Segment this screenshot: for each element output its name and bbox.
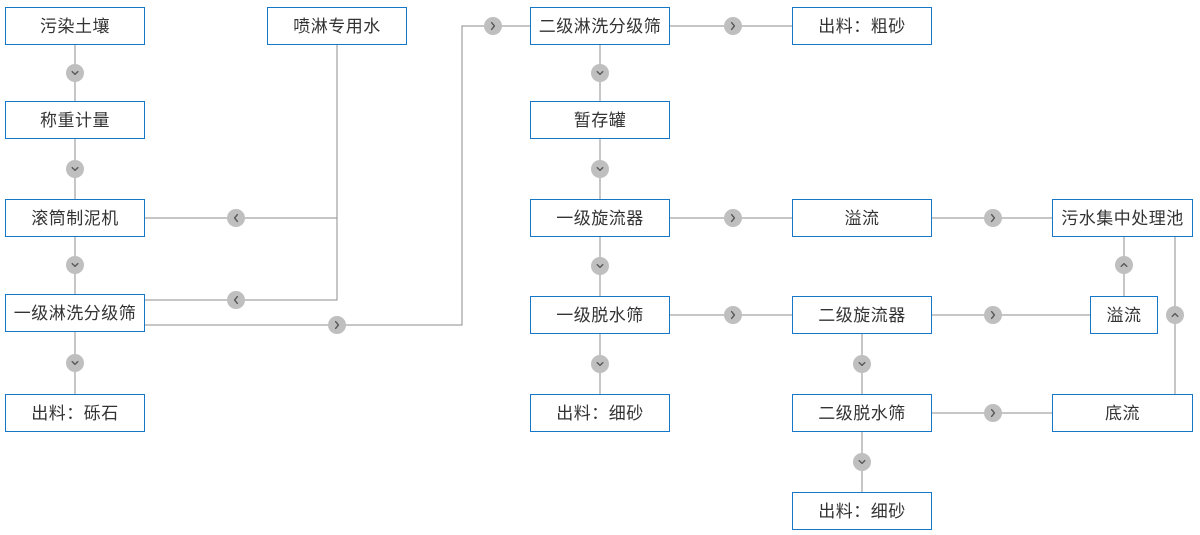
flow-node-label: 称重计量: [40, 110, 110, 130]
edge-line: [145, 45, 338, 219]
chevron-right-icon: [724, 17, 742, 35]
flow-node[interactable]: 出料：砾石: [5, 394, 145, 432]
flow-node-label: 底流: [1105, 403, 1140, 423]
flow-node[interactable]: 污水集中处理池: [1052, 199, 1193, 237]
flow-node-label: 溢流: [1106, 305, 1142, 325]
flow-node[interactable]: 底流: [1052, 394, 1193, 432]
chevron-down-icon: [591, 160, 609, 178]
chevron-left-icon: [227, 209, 245, 227]
flow-node-label: 出料：细砂: [818, 501, 906, 521]
chevron-down-icon: [853, 355, 871, 373]
flow-node[interactable]: 出料：细砂: [530, 394, 670, 432]
chevron-right-icon: [724, 209, 742, 227]
chevron-down-icon: [66, 354, 84, 372]
flow-node-label: 污染土壤: [40, 16, 110, 36]
flow-node[interactable]: 二级脱水筛: [792, 394, 932, 432]
chevron-right-icon: [328, 316, 346, 334]
flow-node-label: 二级旋流器: [818, 305, 906, 325]
flow-node-label: 一级淋洗分级筛: [13, 303, 137, 323]
chevron-up-icon: [1166, 306, 1184, 324]
flow-node[interactable]: 喷淋专用水: [267, 7, 407, 45]
chevron-down-icon: [591, 355, 609, 373]
flow-node[interactable]: 暂存罐: [530, 101, 670, 139]
chevron-down-icon: [66, 64, 84, 82]
edge-line: [145, 218, 338, 301]
flow-node-label: 溢流: [844, 208, 880, 228]
flow-node-label: 二级淋洗分级筛: [538, 16, 662, 36]
flow-node-label: 二级脱水筛: [818, 403, 906, 423]
chevron-down-icon: [66, 160, 84, 178]
chevron-right-icon: [484, 17, 502, 35]
chevron-down-icon: [591, 64, 609, 82]
flow-node[interactable]: 二级淋洗分级筛: [530, 7, 670, 45]
flow-node-label: 污水集中处理池: [1061, 208, 1184, 228]
flow-node-label: 一级旋流器: [556, 208, 644, 228]
chevron-left-icon: [227, 291, 245, 309]
flow-node[interactable]: 溢流: [1090, 296, 1158, 334]
chevron-down-icon: [591, 257, 609, 275]
flow-node-label: 暂存罐: [573, 110, 627, 130]
flow-node-label: 出料：粗砂: [818, 16, 906, 36]
chevron-up-icon: [1115, 256, 1133, 274]
flow-node-label: 出料：砾石: [31, 403, 119, 423]
flow-node[interactable]: 溢流: [792, 199, 932, 237]
chevron-right-icon: [984, 209, 1002, 227]
chevron-down-icon: [66, 256, 84, 274]
flow-node[interactable]: 一级脱水筛: [530, 296, 670, 334]
flow-node-label: 滚筒制泥机: [31, 208, 119, 228]
chevron-right-icon: [984, 306, 1002, 324]
flow-node[interactable]: 一级旋流器: [530, 199, 670, 237]
chevron-right-icon: [724, 306, 742, 324]
flow-node[interactable]: 二级旋流器: [792, 296, 932, 334]
flow-node[interactable]: 滚筒制泥机: [5, 199, 145, 237]
flow-node[interactable]: 出料：细砂: [792, 492, 932, 530]
chevron-right-icon: [984, 404, 1002, 422]
flow-node[interactable]: 污染土壤: [5, 7, 145, 45]
flow-node-label: 出料：细砂: [556, 403, 644, 423]
flow-node-label: 一级脱水筛: [556, 305, 644, 325]
chevron-down-icon: [853, 453, 871, 471]
flow-node-label: 喷淋专用水: [293, 16, 381, 36]
flow-node[interactable]: 出料：粗砂: [792, 7, 932, 45]
flow-node[interactable]: 称重计量: [5, 101, 145, 139]
flow-node[interactable]: 一级淋洗分级筛: [5, 294, 145, 332]
